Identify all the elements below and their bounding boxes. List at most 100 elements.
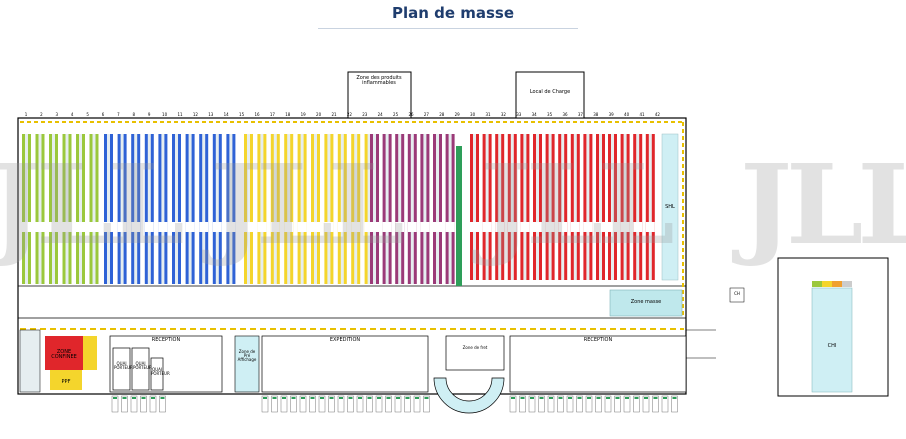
rack-1-9-a (226, 134, 231, 284)
cross-aisle-2-5 (311, 222, 320, 232)
rack-1-0-a (104, 134, 108, 284)
dock-door-5 (159, 395, 166, 413)
rack-aisle-0-0 (25, 134, 28, 284)
dock-marker-35 (606, 397, 610, 399)
rack-2-0-b (249, 134, 253, 284)
dock-door-15 (347, 395, 354, 413)
rack-2-1-a (257, 134, 262, 284)
rack-aisle-3-5 (436, 134, 439, 284)
dock-door-1 (121, 395, 128, 413)
right-building-label: CHI (827, 343, 837, 349)
column-number: 21 (331, 112, 337, 117)
column-number: 18 (285, 112, 291, 117)
ppf-label: PPF (61, 379, 71, 385)
dock-door-38 (642, 395, 650, 413)
dock-door-27 (538, 395, 545, 413)
rack-4-8-a (570, 134, 575, 280)
quai-label-2: QUAI PORTEUR (133, 361, 152, 371)
column-number: 10 (162, 112, 168, 117)
rack-aisle-2-5 (314, 134, 317, 284)
rack-4-1-b (487, 134, 492, 280)
annex-local-charge (515, 71, 585, 119)
column-number: 5 (86, 112, 89, 117)
rack-1-4-a (158, 134, 163, 284)
dock-marker-41 (663, 397, 667, 399)
rack-0-0-b (27, 134, 31, 284)
column-number: 9 (148, 112, 151, 117)
column-number: 34 (532, 112, 538, 117)
rack-0-3-b (67, 134, 72, 284)
rack-4-10-b (601, 134, 605, 280)
cross-aisle-3-4 (420, 222, 430, 232)
rack-aisle-2-4 (300, 134, 304, 284)
dock-door-29 (557, 395, 564, 413)
column-number: 25 (393, 112, 399, 117)
dock-door-12 (318, 395, 326, 413)
rack-aisle-1-4 (161, 134, 165, 284)
rack-aisle-4-0 (473, 134, 476, 280)
rack-3-0-b (375, 134, 379, 284)
column-number: 41 (639, 112, 645, 117)
watermark-2: JLL (210, 140, 405, 269)
rack-4-3-a (507, 134, 512, 280)
quai-label-1: QUAI PORTEUR (114, 361, 133, 371)
rack-2-2-a (270, 134, 275, 284)
rack-0-0-a (22, 134, 26, 284)
dock-door-37 (633, 395, 640, 413)
rack-0-4-b (81, 134, 85, 284)
cross-aisle-0-0 (22, 222, 31, 232)
column-number: 20 (316, 112, 322, 117)
dock-marker-2 (122, 397, 127, 399)
cross-aisle-3-6 (445, 222, 455, 232)
dock-door-7 (271, 395, 278, 413)
cross-aisle-4-10 (596, 222, 605, 232)
rack-4-10-a (596, 134, 600, 280)
dock-door-21 (404, 395, 411, 413)
rack-aisle-1-1 (120, 134, 124, 284)
column-number: 37 (578, 112, 584, 117)
rack-aisle-1-6 (188, 134, 192, 284)
rack-aisle-4-3 (510, 134, 514, 280)
rack-5-2-a (633, 134, 638, 280)
rack-2-3-b (289, 134, 294, 284)
green-divider-strip (456, 146, 462, 286)
dock-marker-4 (141, 397, 146, 399)
rack-1-3-b (149, 134, 154, 284)
cross-aisle-3-0 (370, 222, 379, 232)
rack-aisle-5-0 (611, 134, 614, 280)
dock-door-14 (337, 395, 345, 413)
center-zone-box (445, 335, 505, 371)
dock-marker-14 (329, 397, 334, 399)
rack-aisle-1-5 (175, 134, 178, 284)
rack-aisle-4-5 (536, 134, 539, 280)
right-color-strip-grey (842, 281, 852, 287)
cross-aisle-3-3 (407, 222, 417, 232)
rack-2-0-a (244, 134, 248, 284)
dock-marker-3 (132, 397, 136, 399)
rack-2-7-b (342, 134, 347, 284)
rack-4-9-a (583, 134, 588, 280)
cross-aisle-2-4 (297, 222, 307, 232)
dock-door-20 (394, 395, 402, 413)
cross-aisle-2-0 (244, 222, 253, 232)
column-number: 28 (439, 112, 445, 117)
truck-ramp (433, 377, 505, 414)
cross-aisle-5-3 (645, 222, 655, 232)
column-number: 35 (547, 112, 553, 117)
rack-aisle-2-2 (273, 134, 277, 284)
cross-aisle-1-9 (226, 222, 236, 232)
rack-5-1-b (625, 134, 630, 280)
dock-marker-19 (377, 397, 381, 399)
rack-1-1-a (117, 134, 122, 284)
dock-marker-36 (615, 397, 620, 399)
rack-2-9-a (364, 134, 369, 284)
side-strip-label: SHL (665, 204, 675, 210)
dock-marker-23 (415, 397, 419, 399)
dock-marker-27 (530, 397, 534, 399)
rack-aisle-3-4 (423, 134, 427, 284)
right-building-zone (811, 287, 853, 393)
rack-1-8-a (212, 134, 217, 284)
rack-aisle-2-8 (354, 134, 358, 284)
rack-aisle-0-1 (38, 134, 42, 284)
dock-door-36 (623, 395, 631, 413)
